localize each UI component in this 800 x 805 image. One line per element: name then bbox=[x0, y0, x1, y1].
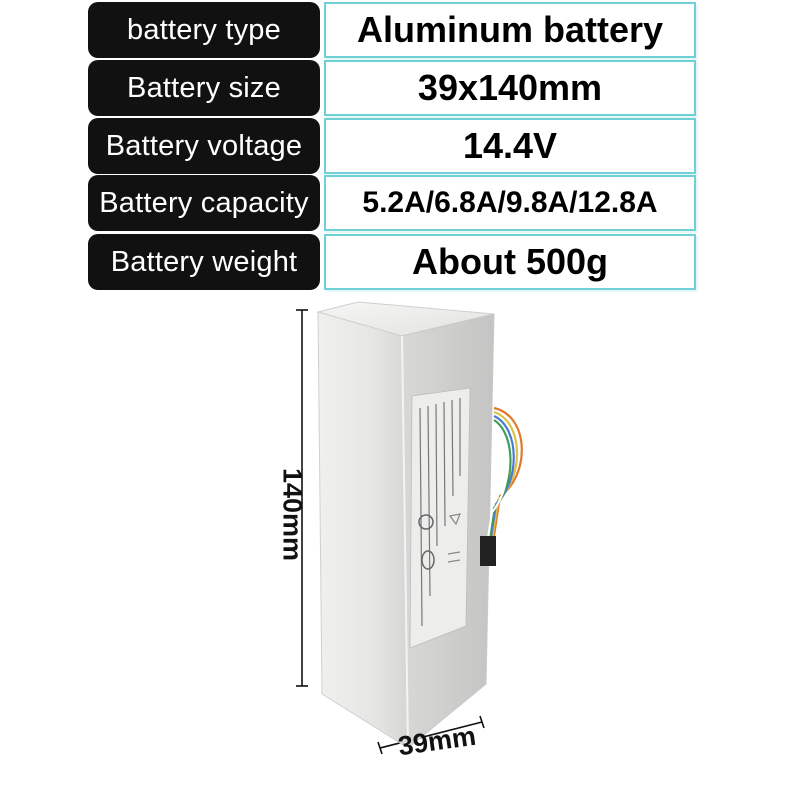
spec-value: 14.4V bbox=[324, 118, 696, 174]
battery-illustration bbox=[296, 301, 523, 755]
width-dimension-line bbox=[377, 715, 485, 755]
spec-row-battery-type: battery type Aluminum battery bbox=[88, 2, 700, 58]
spec-value: 5.2A/6.8A/9.8A/12.8A bbox=[324, 175, 696, 231]
spec-row-battery-capacity: Battery capacity 5.2A/6.8A/9.8A/12.8A bbox=[88, 175, 700, 231]
product-photo: 140mm 39mm bbox=[0, 296, 800, 800]
spec-label: battery type bbox=[88, 2, 320, 58]
height-dimension-label: 140mm bbox=[277, 467, 308, 562]
battery-connector bbox=[480, 536, 496, 566]
spec-row-battery-weight: Battery weight About 500g bbox=[88, 234, 700, 290]
spec-value: Aluminum battery bbox=[324, 2, 696, 58]
spec-label: Battery size bbox=[88, 60, 320, 116]
spec-value: About 500g bbox=[324, 234, 696, 290]
spec-row-battery-size: Battery size 39x140mm bbox=[88, 60, 700, 116]
ccc-mark-icon bbox=[421, 550, 435, 570]
certification-icon bbox=[418, 514, 434, 530]
disposal-icon bbox=[447, 551, 461, 563]
height-dimension-line bbox=[296, 309, 308, 687]
spec-row-battery-voltage: Battery voltage 14.4V bbox=[88, 118, 700, 174]
spec-label: Battery voltage bbox=[88, 118, 320, 174]
battery-label-sticker bbox=[409, 387, 471, 649]
spec-label: Battery capacity bbox=[88, 175, 320, 231]
battery-wires bbox=[484, 406, 523, 553]
recycle-icon bbox=[448, 513, 461, 526]
spec-value: 39x140mm bbox=[324, 60, 696, 116]
spec-label: Battery weight bbox=[88, 234, 320, 290]
